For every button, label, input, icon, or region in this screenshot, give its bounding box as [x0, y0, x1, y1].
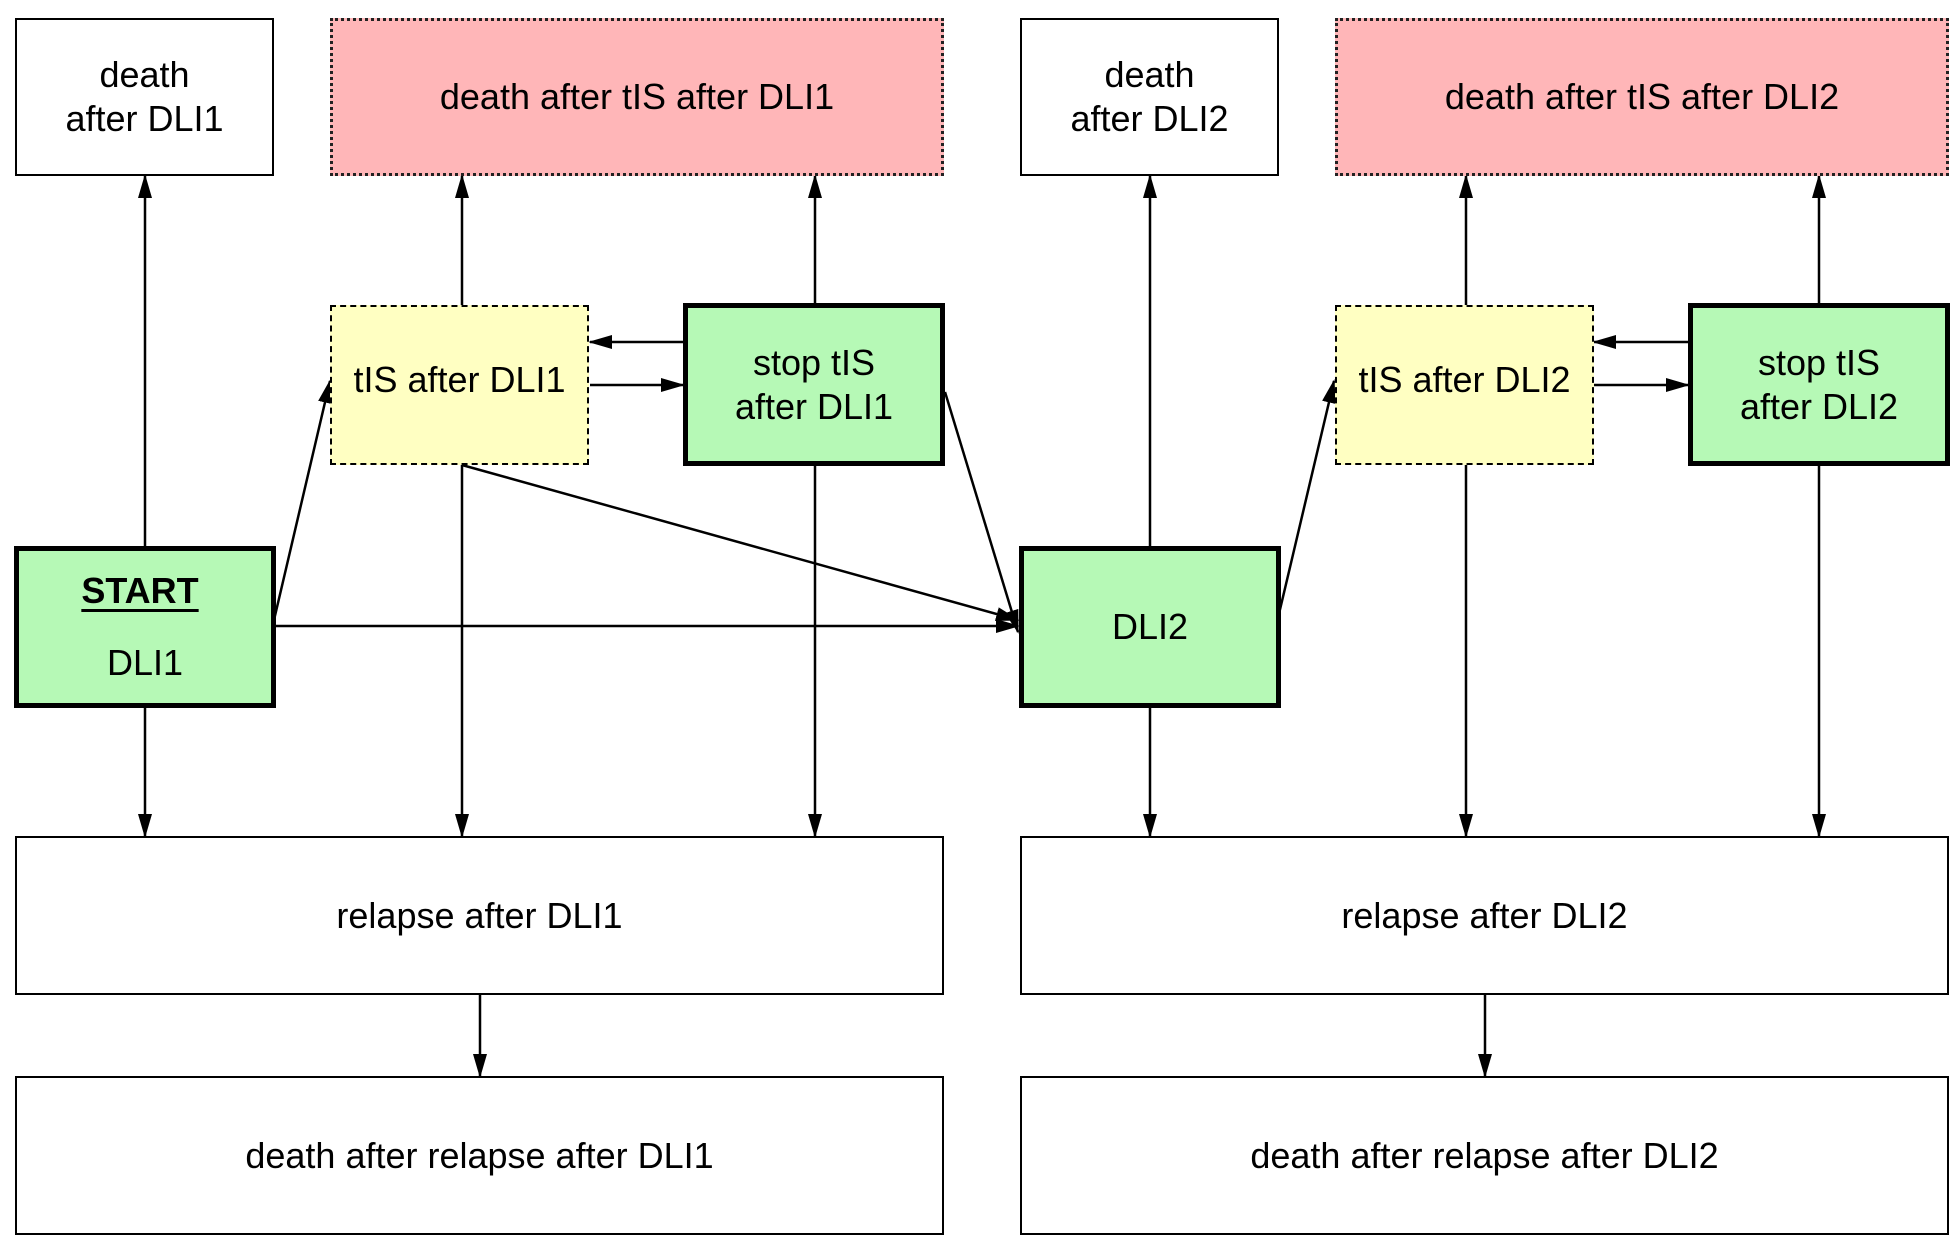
node-death-after-dli2: death after DLI2	[1020, 18, 1279, 176]
arrow-dli2-to-tis-dli2	[1276, 379, 1336, 619]
node-start-dli1: START DLI1	[14, 546, 276, 708]
node-label: death after tIS after DLI2	[1444, 76, 1840, 117]
node-stop-tis-after-dli2: stop tIS after DLI2	[1688, 303, 1950, 466]
node-death-after-relapse-after-dli1: death after relapse after DLI1	[15, 1076, 944, 1235]
node-tis-after-dli2: tIS after DLI2	[1335, 305, 1594, 465]
arrow-stop-tis-dli1-to-dli2	[943, 391, 1020, 634]
node-label: death after relapse after DLI2	[1250, 1134, 1719, 1176]
node-label: tIS after DLI2	[1358, 359, 1571, 400]
node-death-after-tis-after-dli2: death after tIS after DLI2	[1335, 18, 1949, 176]
node-tis-after-dli1: tIS after DLI1	[330, 305, 589, 465]
node-label: relapse after DLI2	[1341, 894, 1628, 936]
node-dli2: DLI2	[1019, 546, 1281, 708]
arrow-tis-dli1-to-dli2	[461, 463, 1020, 622]
node-label: death	[99, 54, 190, 95]
node-relapse-after-dli1: relapse after DLI1	[15, 836, 944, 995]
node-label: after DLI2	[1739, 385, 1899, 427]
start-title: START	[81, 570, 199, 611]
node-label: after DLI2	[1070, 98, 1229, 139]
node-label: death after relapse after DLI1	[245, 1134, 714, 1176]
node-label: after DLI1	[65, 98, 224, 139]
node-label: death	[1104, 54, 1195, 95]
node-label: relapse after DLI1	[336, 894, 623, 936]
node-death-after-tis-after-dli1: death after tIS after DLI1	[330, 18, 944, 176]
node-label: stop tIS	[1757, 341, 1881, 383]
node-label: after DLI1	[734, 385, 894, 427]
node-label: death after tIS after DLI1	[439, 76, 835, 117]
node-label: tIS after DLI1	[353, 359, 566, 400]
node-death-after-dli1: death after DLI1	[15, 18, 274, 176]
node-label: DLI2	[1111, 606, 1189, 647]
node-death-after-relapse-after-dli2: death after relapse after DLI2	[1020, 1076, 1949, 1235]
node-label: stop tIS	[752, 341, 876, 383]
node-relapse-after-dli2: relapse after DLI2	[1020, 836, 1949, 995]
arrow-start-to-tis-dli1	[272, 379, 332, 621]
node-stop-tis-after-dli1: stop tIS after DLI1	[683, 303, 945, 466]
node-label: DLI1	[106, 642, 184, 683]
